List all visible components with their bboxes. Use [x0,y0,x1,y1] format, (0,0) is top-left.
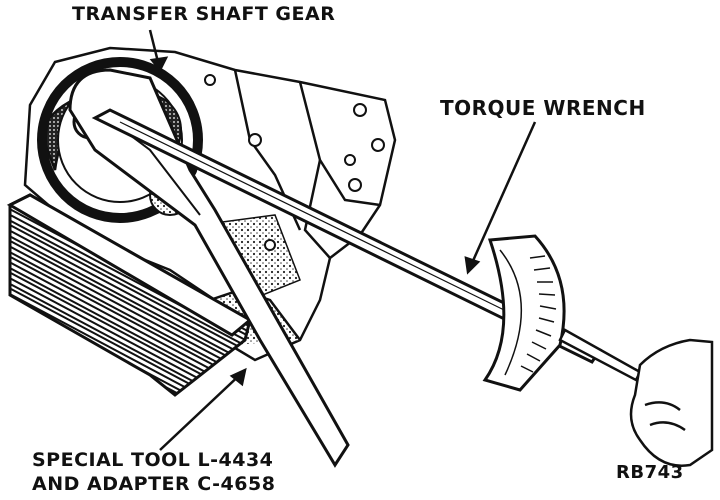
torque-scale-ticks [520,255,557,373]
special-tool-label-line1: SPECIAL TOOL L-4434 [32,449,274,471]
torque-wrench-label: TORQUE WRENCH [440,96,646,120]
special-tool-label-line2: AND ADAPTER C-4658 [32,473,276,495]
hand [629,338,714,467]
special-tool-label: SPECIAL TOOL L-4434 AND ADAPTER C-4658 [32,448,275,496]
torque-wrench [91,108,642,392]
callout-leaders [148,29,537,451]
figure-code: RB743 [616,462,684,483]
transfer-shaft-gear-label: TRANSFER SHAFT GEAR [72,3,336,25]
